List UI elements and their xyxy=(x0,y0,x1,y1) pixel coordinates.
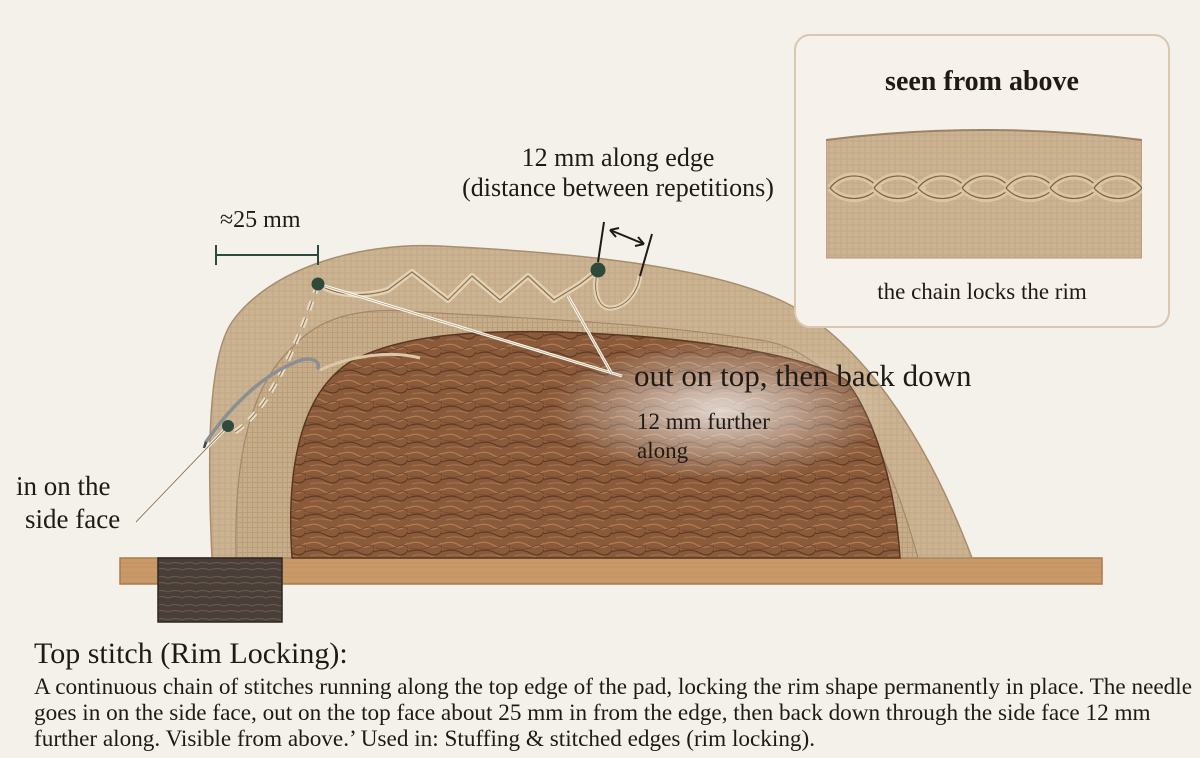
caption-body: A continuous chain of stitches running a… xyxy=(34,674,1192,753)
out-on-top-label: out on top, then back down xyxy=(634,358,972,393)
spacing-label-line2: (distance between repetitions) xyxy=(462,172,774,202)
in-label-line2: side face xyxy=(25,503,121,534)
top-chain-stitch-outline xyxy=(317,269,599,301)
caption-block: Top stitch (Rim Locking): A continuous c… xyxy=(34,636,1194,753)
spacing-dimension xyxy=(597,221,653,277)
further-along-label: 12 mm further along xyxy=(637,409,770,463)
wooden-block xyxy=(157,557,283,623)
depth-dimension xyxy=(215,245,319,265)
top-view-inset: seen from above the chain locks the rim xyxy=(794,34,1170,328)
in-side-face-label: in on the side face xyxy=(16,470,120,536)
side-face-stitches-outline xyxy=(227,283,319,437)
inset-title: seen from above xyxy=(885,66,1079,97)
thread xyxy=(319,352,421,372)
entry-point-marker xyxy=(222,420,234,432)
top-view-chain xyxy=(827,172,1142,202)
return-point-marker xyxy=(590,262,606,278)
in-label-line1: in on the xyxy=(16,471,111,501)
top-view-illustration xyxy=(826,129,1142,259)
needle-icon xyxy=(204,357,320,444)
leader-out-top-edge xyxy=(317,283,623,377)
inset-caption: the chain locks the rim xyxy=(877,279,1087,304)
caption-title: Top stitch (Rim Locking): xyxy=(34,637,348,670)
chain-link xyxy=(1093,175,1142,200)
exit-point-marker xyxy=(311,277,325,291)
needle-tip xyxy=(202,441,208,449)
return-hook-outline xyxy=(595,269,641,309)
spacing-label: 12 mm along edge (distance between repet… xyxy=(448,143,788,203)
depth-label: ≈25 mm xyxy=(220,207,301,233)
top-view-rim-edge xyxy=(826,129,1142,141)
leader-in-side-edge xyxy=(135,425,229,523)
spacing-label-line1: 12 mm along edge xyxy=(521,143,715,172)
leader-back-down-edge xyxy=(567,295,613,375)
base-board xyxy=(119,557,1103,585)
stitch-diagram xyxy=(119,221,1103,623)
label-highlight xyxy=(550,340,890,480)
